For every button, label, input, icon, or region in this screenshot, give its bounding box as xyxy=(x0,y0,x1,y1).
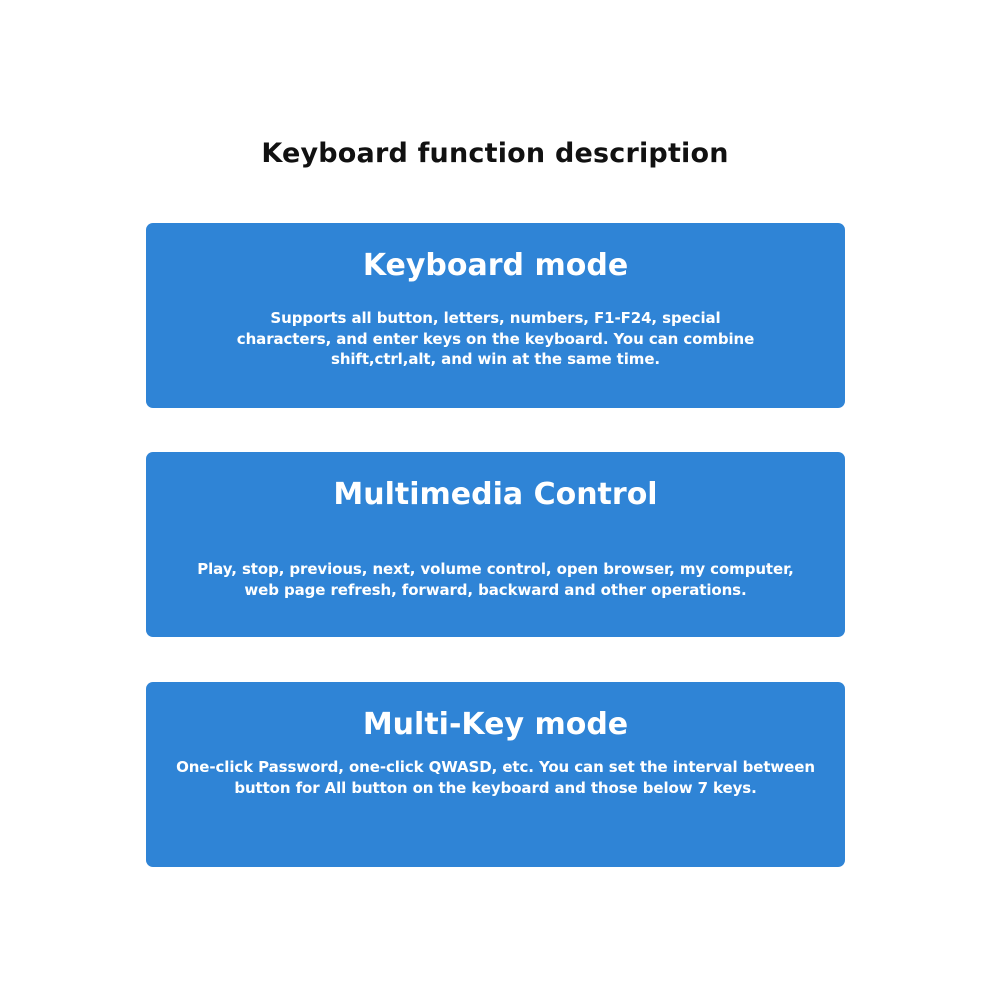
card-description: Play, stop, previous, next, volume contr… xyxy=(197,560,794,599)
card-title: Keyboard mode xyxy=(362,248,629,283)
card-title: Multi-Key mode xyxy=(362,707,629,742)
card-multi-key-mode: Multi-Key mode One-click Password, one-c… xyxy=(146,682,845,867)
card-keyboard-mode: Keyboard mode Supports all button, lette… xyxy=(146,223,845,408)
card-description: Supports all button, letters, numbers, F… xyxy=(236,309,755,368)
card-multimedia-control: Multimedia Control Play, stop, previous,… xyxy=(146,452,845,637)
page-title: Keyboard function description xyxy=(261,138,729,169)
card-title: Multimedia Control xyxy=(333,477,658,512)
card-description: One-click Password, one-click QWASD, etc… xyxy=(176,758,815,797)
